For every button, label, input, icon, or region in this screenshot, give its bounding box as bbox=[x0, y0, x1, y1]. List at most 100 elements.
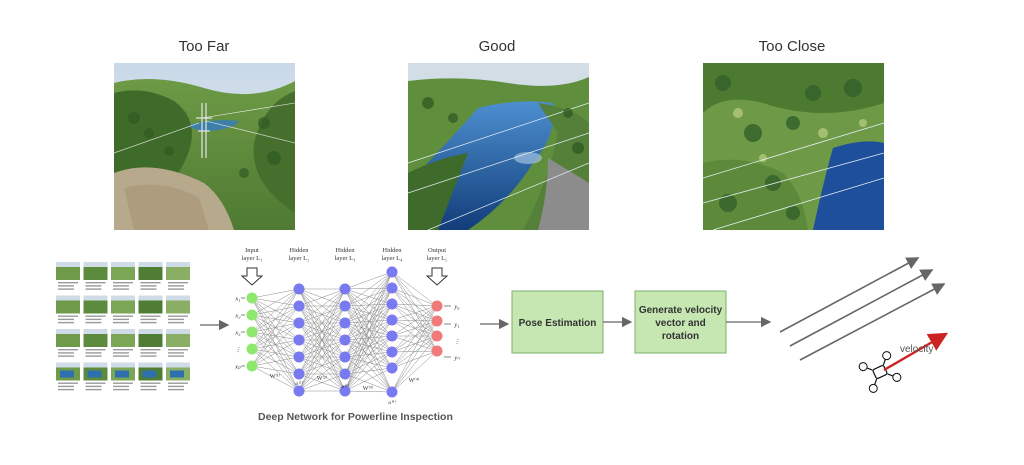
network-edge bbox=[344, 335, 393, 392]
network-edge bbox=[391, 303, 438, 352]
training-thumbnail bbox=[111, 362, 135, 391]
activation-label: a⁽⁴⁾ bbox=[388, 399, 396, 406]
network-edge bbox=[344, 303, 393, 341]
network-edge bbox=[344, 319, 393, 341]
training-thumbnail bbox=[138, 329, 163, 357]
network-edge bbox=[391, 350, 438, 353]
layer-subtitle: layer L₅ bbox=[427, 255, 448, 262]
network-edge bbox=[344, 288, 393, 369]
network-node bbox=[339, 334, 351, 346]
generate-velocity-box bbox=[634, 290, 727, 354]
network-edge bbox=[251, 339, 300, 367]
network-node bbox=[246, 360, 258, 372]
network-edge bbox=[344, 339, 393, 393]
network-edge bbox=[344, 271, 393, 324]
network-node bbox=[246, 309, 258, 321]
layer-title: Hidden bbox=[335, 247, 355, 254]
title-good: Good bbox=[478, 38, 516, 55]
network-node bbox=[293, 317, 305, 329]
output-unit-label: y₀ bbox=[453, 304, 459, 311]
layer-title: Input bbox=[245, 247, 259, 254]
network-edge bbox=[298, 288, 346, 392]
network-edge bbox=[251, 365, 300, 375]
training-thumbnail bbox=[166, 262, 190, 290]
network-edge bbox=[391, 271, 438, 337]
network-edge bbox=[344, 335, 393, 358]
network-edge bbox=[391, 350, 438, 369]
network-edge bbox=[251, 288, 300, 299]
network-edge bbox=[344, 288, 393, 393]
scene-image-too-far bbox=[114, 63, 295, 230]
input-unit-label: x₃ bbox=[234, 330, 240, 337]
network-edge bbox=[391, 287, 438, 337]
network-edge bbox=[344, 356, 393, 393]
network-edge bbox=[344, 288, 393, 353]
network-edge bbox=[298, 373, 346, 392]
network-edge bbox=[298, 288, 346, 307]
network-node bbox=[293, 283, 305, 295]
network-node bbox=[339, 317, 351, 329]
weight-label: W⁽³⁾ bbox=[363, 385, 374, 392]
network-edge bbox=[251, 322, 300, 367]
network-edge bbox=[344, 351, 393, 375]
network-edge bbox=[391, 335, 438, 393]
training-thumbnail bbox=[56, 362, 80, 391]
network-edge bbox=[391, 287, 438, 352]
network-edge bbox=[344, 319, 393, 324]
network-edge bbox=[344, 287, 393, 307]
layer-title: Hidden bbox=[382, 247, 402, 254]
network-edge bbox=[391, 320, 438, 337]
network-node bbox=[431, 345, 443, 357]
network-edge bbox=[344, 319, 393, 358]
training-thumbnail bbox=[56, 295, 80, 324]
network-caption: Deep Network for Powerline Inspection bbox=[258, 411, 453, 423]
network-edge bbox=[344, 339, 393, 353]
training-thumbnail bbox=[83, 329, 108, 357]
velocity-arrow bbox=[883, 332, 949, 372]
network-edge bbox=[251, 356, 300, 367]
network-node bbox=[339, 368, 351, 380]
network-edge bbox=[344, 271, 393, 307]
input-down-arrow bbox=[240, 267, 264, 286]
layer-title: Output bbox=[428, 247, 446, 254]
network-edge bbox=[344, 305, 393, 353]
network-node bbox=[339, 283, 351, 295]
network-edge bbox=[391, 271, 438, 322]
input-unit-label: ⋮ bbox=[235, 347, 242, 354]
training-thumbnail bbox=[138, 295, 163, 324]
network-edge bbox=[391, 320, 438, 393]
network-edge bbox=[344, 390, 393, 393]
network-edge bbox=[391, 305, 438, 393]
network-edge bbox=[344, 335, 393, 375]
layer-subtitle: layer L₄ bbox=[382, 255, 404, 262]
network-edge bbox=[298, 288, 346, 341]
network-edge bbox=[251, 288, 300, 333]
powerline-1 bbox=[779, 257, 920, 333]
network-edge bbox=[298, 305, 346, 392]
input-unit-label: x₂ bbox=[234, 313, 241, 320]
network-node bbox=[386, 386, 398, 398]
network-edge bbox=[344, 322, 393, 353]
network-edge bbox=[344, 351, 393, 392]
network-edge bbox=[344, 288, 393, 321]
powerline-3 bbox=[799, 283, 946, 361]
network-edge bbox=[298, 288, 346, 324]
input-unit-label: x₁ bbox=[234, 296, 240, 303]
network-edge bbox=[251, 305, 300, 367]
network-edge bbox=[344, 271, 393, 392]
network-node bbox=[386, 282, 398, 294]
network-edge bbox=[344, 367, 393, 392]
network-edge bbox=[298, 339, 346, 392]
layer-subtitle: layer L₁ bbox=[242, 255, 263, 262]
velocity-label: velocity bbox=[900, 344, 933, 355]
network-node bbox=[339, 351, 351, 363]
network-node bbox=[293, 334, 305, 346]
generate-velocity-label-3: rotation bbox=[662, 331, 699, 342]
training-thumbnail bbox=[138, 362, 163, 391]
network-edge bbox=[344, 305, 393, 369]
network-edge bbox=[344, 319, 393, 392]
scene-image-too-close bbox=[703, 63, 884, 230]
scene-image-good bbox=[408, 63, 589, 230]
network-edge bbox=[391, 271, 438, 352]
output-unit-label: yₙ bbox=[453, 355, 460, 362]
